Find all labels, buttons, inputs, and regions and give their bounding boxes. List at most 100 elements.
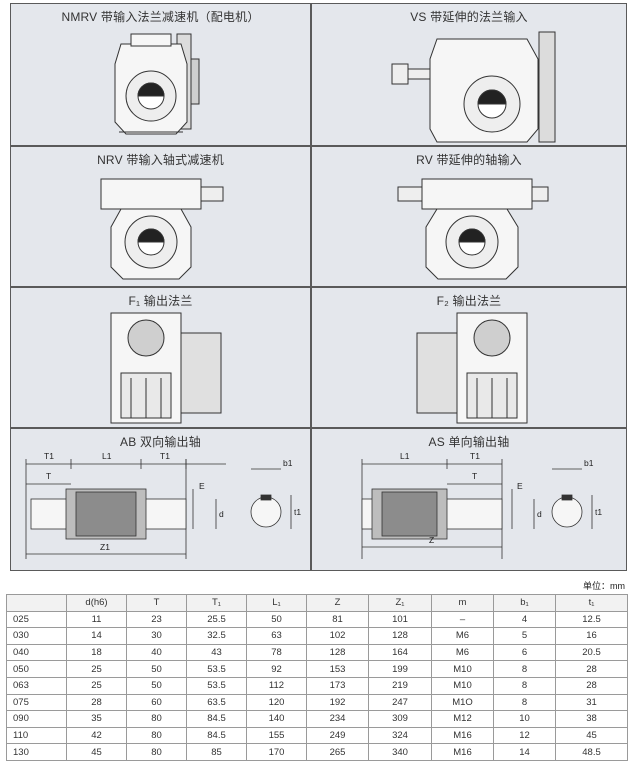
panel-ab: AB 双向输出轴 T1 L1 T1 T E d Z1 b1 t1 bbox=[10, 428, 311, 571]
table-cell: 112 bbox=[246, 676, 307, 695]
panel-caption: NRV 带输入轴式减速机 bbox=[97, 153, 224, 167]
panel-f2: F₂ 输出法兰 bbox=[311, 287, 627, 428]
model-cell: 063 bbox=[6, 676, 67, 695]
table-cell: M10 bbox=[431, 676, 494, 695]
panel-caption: NMRV 带输入法兰减速机（配电机） bbox=[61, 10, 260, 24]
table-cell: 173 bbox=[306, 676, 369, 695]
dim-t1-right: T1 bbox=[160, 451, 170, 461]
dim-t1: T1 bbox=[470, 451, 480, 461]
table-cell: 50 bbox=[126, 660, 187, 678]
table-cell: 23 bbox=[126, 610, 187, 629]
dim-b1: b1 bbox=[584, 458, 594, 468]
table-cell: 8 bbox=[493, 693, 556, 712]
table-cell: 4 bbox=[493, 610, 556, 629]
model-cell: 110 bbox=[6, 726, 67, 745]
table-cell: 247 bbox=[368, 693, 432, 712]
table-cell: 40 bbox=[126, 643, 187, 662]
table-cell: 28 bbox=[555, 676, 628, 695]
shaft-drawing: T1 L1 T1 T E d Z1 b1 t1 bbox=[25, 451, 301, 559]
model-cell: 050 bbox=[6, 660, 67, 678]
table-cell: 128 bbox=[306, 643, 369, 662]
table-cell: 170 bbox=[246, 743, 307, 761]
flange-side-drawing bbox=[416, 312, 528, 424]
table-cell: 140 bbox=[246, 710, 307, 728]
table-cell: 20.5 bbox=[555, 643, 628, 662]
panel-caption: AB 双向输出轴 bbox=[120, 435, 201, 449]
table-cell: 63.5 bbox=[186, 693, 247, 712]
table-cell: 42 bbox=[66, 726, 127, 745]
table-cell: 30 bbox=[126, 627, 187, 645]
dim-z: Z bbox=[429, 535, 434, 545]
dim-b1: b1 bbox=[283, 458, 293, 468]
dim-t: T bbox=[46, 471, 51, 481]
table-cell: 8 bbox=[493, 660, 556, 678]
panel-caption: RV 带延伸的轴输入 bbox=[416, 153, 522, 167]
table-cell: M16 bbox=[431, 743, 494, 761]
table-cell: 31 bbox=[555, 693, 628, 712]
table-cell: M16 bbox=[431, 726, 494, 745]
table-cell: 14 bbox=[66, 627, 127, 645]
table-cell: 265 bbox=[306, 743, 369, 761]
header-cell: T bbox=[126, 594, 187, 612]
panel-nrv: NRV 带输入轴式减速机 bbox=[10, 146, 311, 287]
panel-rv: RV 带延伸的轴输入 bbox=[311, 146, 627, 287]
gearbox-front-drawing bbox=[391, 31, 556, 143]
header-cell: b₁ bbox=[493, 594, 556, 612]
table-cell: 38 bbox=[555, 710, 628, 728]
dim-e: E bbox=[517, 481, 523, 491]
model-cell: 030 bbox=[6, 627, 67, 645]
table-cell: 25 bbox=[66, 660, 127, 678]
table-cell: – bbox=[431, 610, 494, 629]
table-cell: 50 bbox=[126, 676, 187, 695]
table-cell: 84.5 bbox=[186, 726, 247, 745]
shaft-drawing: L1 T1 T E d Z b1 t1 bbox=[361, 451, 602, 559]
panel-f1: F₁ 输出法兰 bbox=[10, 287, 311, 428]
header-cell: L₁ bbox=[246, 594, 307, 612]
table-cell: 60 bbox=[126, 693, 187, 712]
table-cell: 48.5 bbox=[555, 743, 628, 761]
table-cell: 92 bbox=[246, 660, 307, 678]
table-cell: 10 bbox=[493, 710, 556, 728]
table-cell: 25 bbox=[66, 676, 127, 695]
table-cell: 192 bbox=[306, 693, 369, 712]
table-cell: 80 bbox=[126, 710, 187, 728]
table-cell: 340 bbox=[368, 743, 432, 761]
table-cell: 199 bbox=[368, 660, 432, 678]
header-cell: d(h6) bbox=[66, 594, 127, 612]
model-cell: 130 bbox=[6, 743, 67, 761]
dim-t1-left: T1 bbox=[44, 451, 54, 461]
panel-nmrv: NMRV 带输入法兰减速机（配电机） bbox=[10, 3, 311, 146]
dim-d: d bbox=[219, 509, 224, 519]
table-cell: 18 bbox=[66, 643, 127, 662]
table-cell: 219 bbox=[368, 676, 432, 695]
table-cell: M12 bbox=[431, 710, 494, 728]
flange-side-drawing bbox=[110, 312, 222, 424]
table-cell: 5 bbox=[493, 627, 556, 645]
table-cell: 50 bbox=[246, 610, 307, 629]
panel-caption: F₁ 输出法兰 bbox=[128, 294, 193, 308]
dim-e: E bbox=[199, 481, 205, 491]
table-cell: 128 bbox=[368, 627, 432, 645]
table-cell: 84.5 bbox=[186, 710, 247, 728]
dim-z1: Z1 bbox=[100, 542, 110, 552]
panel-as: AS 单向输出轴 L1 T1 T E d Z b1 t1 bbox=[311, 428, 627, 571]
table-cell: 53.5 bbox=[186, 660, 247, 678]
table-header-row: d(h6) T T₁ L₁ Z Z₁ m b₁ t₁ bbox=[6, 594, 628, 612]
dim-t: T bbox=[472, 471, 477, 481]
table-cell: 164 bbox=[368, 643, 432, 662]
table-cell: M1O bbox=[431, 693, 494, 712]
table-cell: 25.5 bbox=[186, 610, 247, 629]
gearbox-front-drawing bbox=[397, 178, 549, 280]
table-cell: 45 bbox=[555, 726, 628, 745]
table-cell: 155 bbox=[246, 726, 307, 745]
header-cell: t₁ bbox=[555, 594, 628, 612]
table-cell: 80 bbox=[126, 743, 187, 761]
dim-l1: L1 bbox=[102, 451, 112, 461]
